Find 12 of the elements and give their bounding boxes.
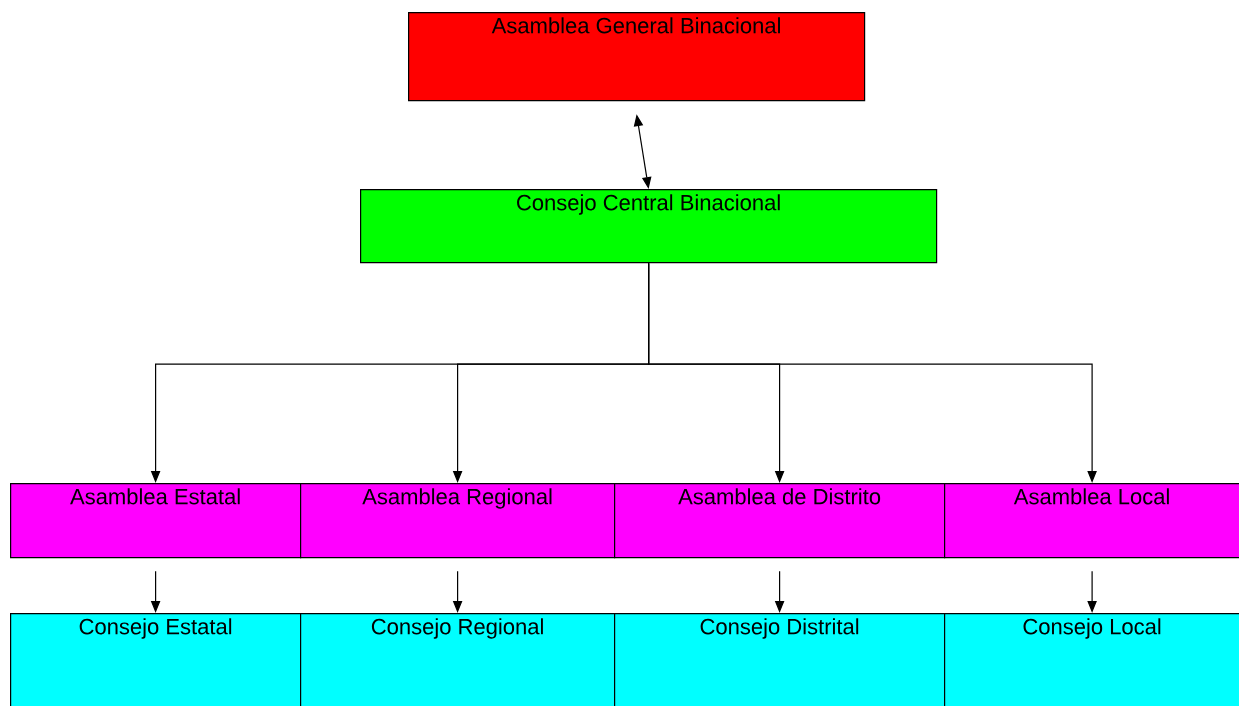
organization-box: Asamblea Local [944,483,1239,559]
organization-box: Consejo Local [944,613,1239,706]
organization-box: Asamblea Regional [300,483,616,559]
organization-box: Asamblea de Distrito [614,483,946,559]
organization-box: Consejo Estatal [10,613,302,706]
node-label: Consejo Estatal [79,618,232,639]
organization-box: Asamblea Estatal [10,483,302,559]
organization-box: Consejo Distrital [614,613,946,706]
organization-box: Consejo Regional [300,613,616,706]
organization-box: Consejo Central Binacional [360,189,938,264]
organization-box: Asamblea General Binacional [408,12,866,102]
node-label: Consejo Distrital [700,618,859,639]
